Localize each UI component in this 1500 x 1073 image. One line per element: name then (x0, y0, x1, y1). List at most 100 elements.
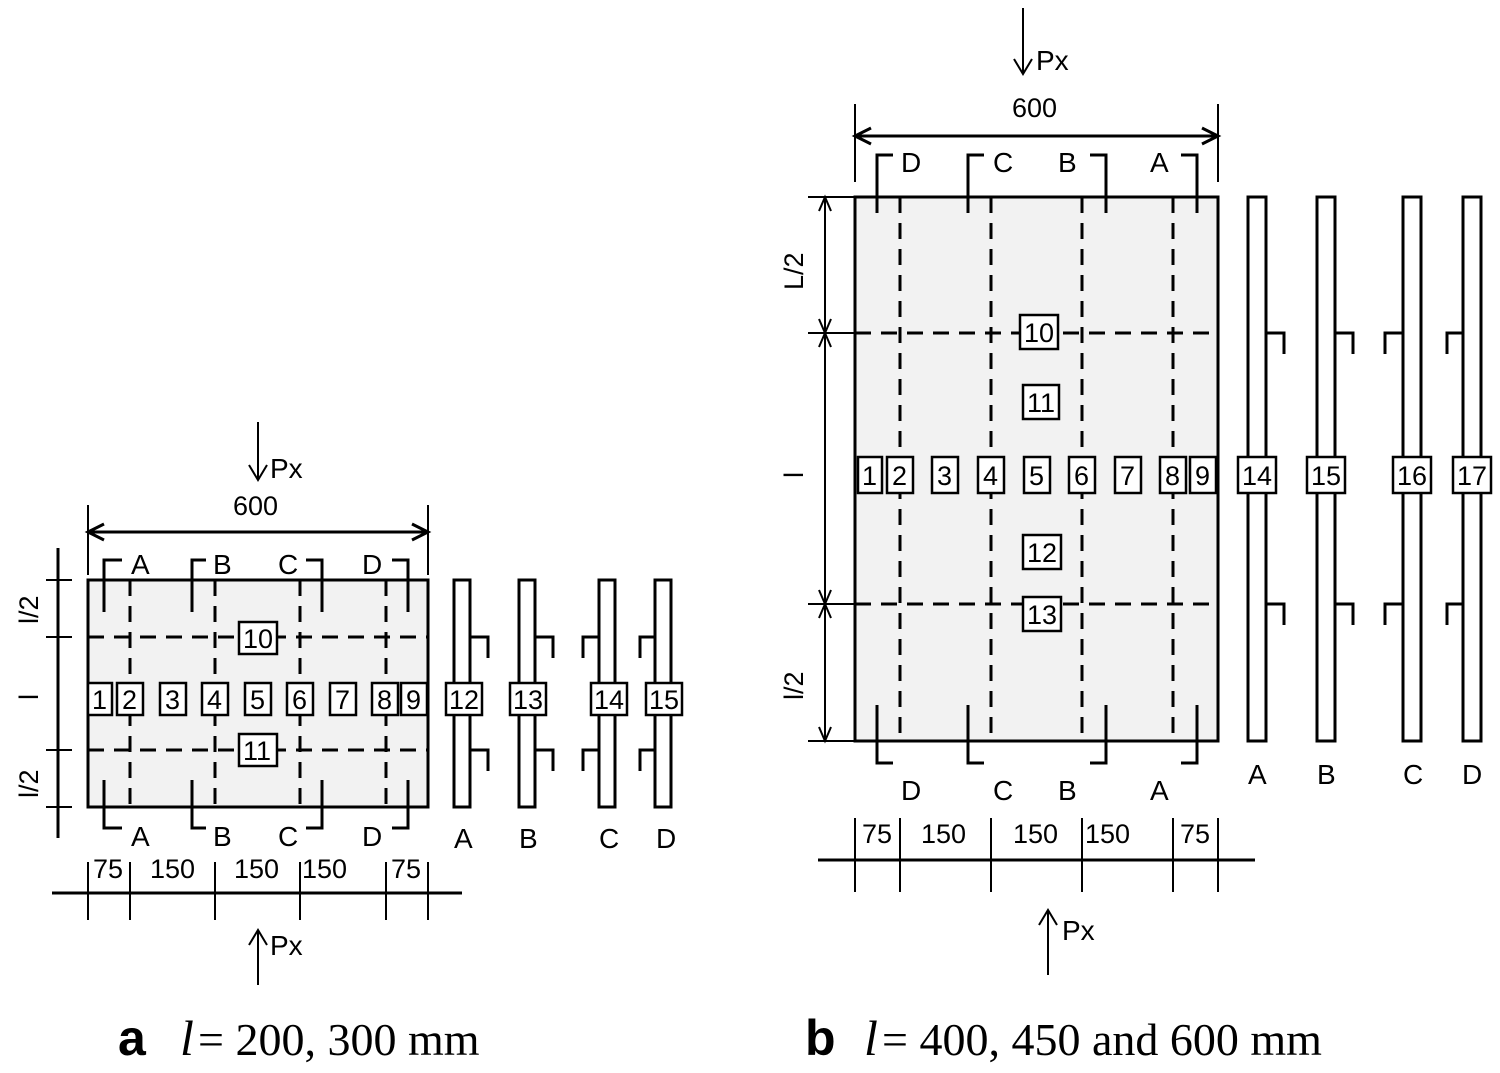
section-label-a-bottom-b: A (1150, 775, 1169, 806)
load-label-bottom: Px (270, 930, 303, 961)
gauge-3: 3 (165, 685, 180, 715)
gauge-12: 12 (449, 685, 479, 715)
load-label-bottom-b: Px (1062, 915, 1095, 946)
gauge-4: 4 (207, 685, 222, 715)
gauge-1-b: 1 (862, 461, 877, 491)
vertical-dimension-a: l/2 l l/2 (14, 548, 72, 838)
gauge-13: 13 (513, 685, 543, 715)
hdim-1: 75 (93, 854, 123, 884)
section-label-c-bottom-b: C (993, 775, 1013, 806)
section-label-b-top-b: B (1058, 147, 1077, 178)
gauge-5: 5 (250, 685, 265, 715)
caption-l-a: l (180, 1010, 194, 1066)
section-label-c-bottom: C (278, 821, 298, 852)
gauge-12-b: 12 (1027, 538, 1057, 568)
load-arrow-bottom-b: Px (1038, 908, 1095, 975)
hdim-5: 75 (391, 854, 421, 884)
section-label-b-bottom: B (213, 821, 232, 852)
section-label-d-top: D (362, 549, 382, 580)
strip-label-c: C (599, 823, 619, 854)
gauge-15-b: 15 (1311, 461, 1341, 491)
caption-text-b: = 400, 450 and 600 mm (882, 1014, 1322, 1065)
vdim-full: l (14, 694, 44, 700)
gauge-14: 14 (594, 685, 624, 715)
section-label-a-bottom: A (131, 821, 150, 852)
strip-label-d-b: D (1462, 759, 1482, 790)
vdim-half-top-b: L/2 (779, 252, 809, 290)
hdim-4-b: 150 (1085, 819, 1130, 849)
gauge-7: 7 (335, 685, 350, 715)
section-cuts-bottom-a: A B C D (102, 780, 410, 852)
strip-label-a: A (454, 823, 473, 854)
gauge-4-b: 4 (983, 461, 998, 491)
hdim-2: 150 (150, 854, 195, 884)
width-dimension-b: 600 (851, 93, 1222, 182)
gauge-13-b: 13 (1027, 600, 1057, 630)
gauge-17-b: 17 (1457, 461, 1487, 491)
gauge-6-b: 6 (1074, 461, 1089, 491)
gauge-7-b: 7 (1120, 461, 1135, 491)
gauge-5-b: 5 (1029, 461, 1044, 491)
caption-l-b: l (864, 1010, 878, 1066)
gauge-8: 8 (377, 685, 392, 715)
width-dimension-a: 600 (84, 491, 432, 575)
section-label-d-bottom: D (362, 821, 382, 852)
vdim-half-top: l/2 (14, 595, 44, 624)
hdim-3-b: 150 (1013, 819, 1058, 849)
hdim-2-b: 150 (921, 819, 966, 849)
caption-letter-b: b (805, 1010, 836, 1066)
section-label-b-bottom-b: B (1058, 775, 1077, 806)
gauge-8-b: 8 (1165, 461, 1180, 491)
section-label-a-top-b: A (1150, 147, 1169, 178)
caption-letter-a: a (118, 1010, 147, 1066)
section-cuts-bottom-b: D C B A (875, 705, 1199, 806)
strip-label-c-b: C (1403, 759, 1423, 790)
hdim-4: 150 (302, 854, 347, 884)
strips-a: 12 13 14 15 A B C D (444, 578, 684, 854)
vdim-half-bottom-b: l/2 (779, 671, 809, 700)
section-label-c-top: C (278, 549, 298, 580)
horizontal-dimension-a: 75 150 150 150 75 (52, 854, 462, 920)
gauges-plate-b: 1 2 3 4 5 6 7 8 9 10 11 12 13 (856, 313, 1218, 633)
section-label-a-top: A (131, 549, 150, 580)
gauge-10-b: 10 (1024, 318, 1054, 348)
gauge-9: 9 (406, 685, 421, 715)
width-label: 600 (233, 491, 278, 521)
load-arrow-bottom-a: Px (248, 928, 303, 985)
panel-b: Px 600 D C B A (779, 8, 1493, 1066)
hdim-3: 150 (234, 854, 279, 884)
hdim-1-b: 75 (862, 819, 892, 849)
gauges-plate-a: 1 2 3 4 5 6 7 8 9 10 11 (86, 620, 429, 768)
gauge-2-b: 2 (892, 461, 907, 491)
caption-text-a: = 200, 300 mm (198, 1014, 480, 1065)
gauge-6: 6 (292, 685, 307, 715)
gauge-11: 11 (243, 736, 271, 766)
section-label-d-bottom-b: D (901, 775, 921, 806)
load-label: Px (270, 453, 303, 484)
gauge-11-b: 11 (1027, 388, 1055, 418)
panel-a: Px 600 A B C (14, 422, 684, 1066)
strip-label-d: D (656, 823, 676, 854)
strips-b: 14 15 16 17 A B C D (1236, 195, 1493, 790)
gauge-10: 10 (243, 624, 273, 654)
load-arrow-top-b: Px (1013, 8, 1069, 76)
gauge-2: 2 (122, 685, 137, 715)
horizontal-dimension-b: 75 150 150 150 75 (818, 818, 1255, 892)
caption-a: a l = 200, 300 mm (118, 1010, 480, 1066)
load-arrow-top-a: Px (248, 422, 303, 484)
section-label-d-top-b: D (901, 147, 921, 178)
gauge-3-b: 3 (937, 461, 952, 491)
caption-b: b l = 400, 450 and 600 mm (805, 1010, 1322, 1066)
gauge-16-b: 16 (1397, 461, 1427, 491)
strip-label-a-b: A (1248, 759, 1267, 790)
gauge-9-b: 9 (1195, 461, 1210, 491)
gauge-14-b: 14 (1242, 461, 1272, 491)
load-label-b: Px (1036, 45, 1069, 76)
gauge-15: 15 (649, 685, 679, 715)
width-label-b: 600 (1012, 93, 1057, 123)
section-cuts-top-a: A B C D (102, 549, 410, 612)
section-label-c-top-b: C (993, 147, 1013, 178)
section-label-b-top: B (213, 549, 232, 580)
strip-label-b-b: B (1317, 759, 1336, 790)
